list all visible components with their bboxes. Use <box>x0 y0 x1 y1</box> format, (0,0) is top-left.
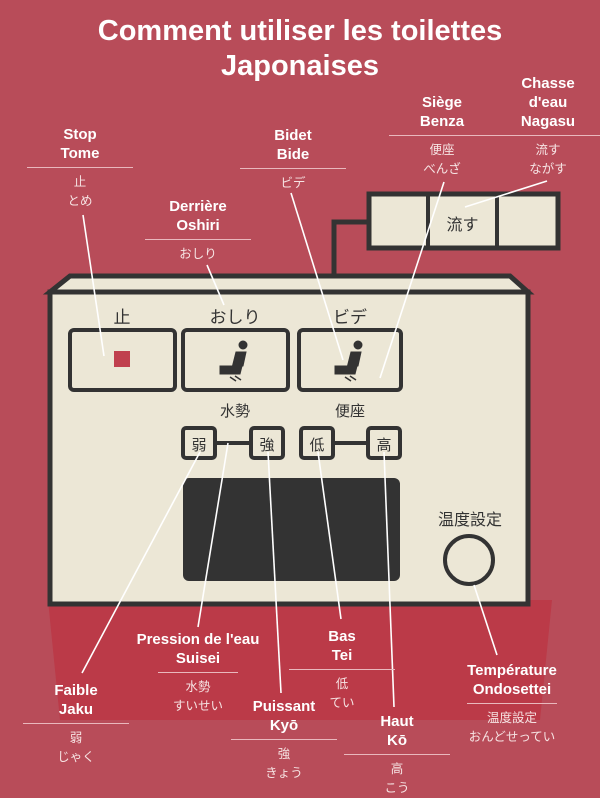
weak-button-label: 弱 <box>191 437 207 454</box>
stop-panel-label: 止 <box>113 308 131 327</box>
seated-person-icon <box>334 340 363 382</box>
pointer-lines <box>81 180 548 708</box>
oshiri-panel-label: おしり <box>209 308 261 327</box>
low-button-label: 低 <box>309 437 325 454</box>
strong-button[interactable] <box>249 426 285 460</box>
temperature-panel-label: 温度設定 <box>437 512 502 529</box>
flush-connector <box>331 219 368 278</box>
weak-button[interactable] <box>181 426 217 460</box>
strong-button-label: 強 <box>259 437 275 454</box>
high-button-label: 高 <box>376 437 392 454</box>
stop-square-icon <box>114 351 130 367</box>
flush-box <box>366 191 561 251</box>
page-title: Comment utiliser les toilettes Japonaise… <box>97 15 503 82</box>
seated-person-icon <box>219 340 248 382</box>
flush-button-label[interactable]: 流す <box>446 217 479 234</box>
temperature-dial[interactable] <box>443 534 495 586</box>
low-button[interactable] <box>299 426 335 460</box>
bidet-panel-label: ビデ <box>333 308 367 327</box>
display-screen <box>183 478 400 581</box>
panel-shadow <box>48 600 552 720</box>
pressure-panel-label: 水勢 <box>219 403 250 420</box>
seat-panel-label: 便座 <box>334 403 365 420</box>
